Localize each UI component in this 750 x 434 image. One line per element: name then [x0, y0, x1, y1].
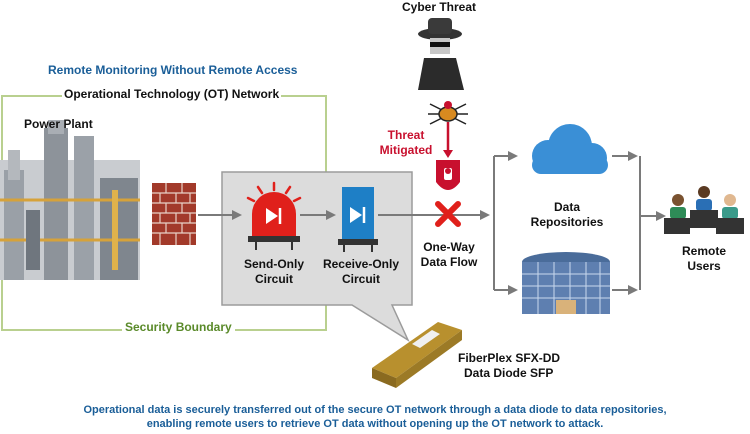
power-plant-label: Power Plant: [24, 117, 93, 131]
caption-line2: enabling remote users to retrieve OT dat…: [146, 418, 604, 430]
one-way-flow-label: One-Way Data Flow: [414, 240, 484, 270]
diode-panel: [221, 171, 413, 342]
data-repositories-label: Data Repositories: [522, 200, 612, 230]
data-repos-line1: Data: [553, 200, 580, 214]
receive-only-line2: Circuit: [341, 272, 380, 286]
diagram-heading: Remote Monitoring Without Remote Access: [48, 63, 298, 77]
power-plant-image: [0, 120, 140, 280]
data-center-building-icon: [522, 252, 610, 314]
remote-users-line2: Users: [687, 259, 721, 273]
one-way-line2: Data Flow: [420, 255, 478, 269]
flow-arrows: [198, 151, 666, 295]
caption-line1: Operational data is securely transferred…: [83, 404, 667, 416]
security-boundary-label: Security Boundary: [122, 320, 235, 334]
product-label: FiberPlex SFX-DD Data Diode SFP: [458, 351, 560, 381]
data-repos-line2: Repositories: [530, 215, 604, 229]
cyber-threat-label: Cyber Threat: [402, 0, 477, 14]
firewall-icon: [152, 183, 196, 245]
send-only-line1: Send-Only: [243, 257, 304, 271]
remote-users-icon: [664, 186, 744, 234]
cyber-threat-figure: [418, 18, 464, 90]
receive-only-circuit-icon: [338, 187, 378, 252]
sfp-module-image: [372, 322, 462, 388]
send-only-circuit-icon: [246, 181, 302, 250]
threat-mitigated-line1: Threat: [387, 128, 425, 142]
send-only-label: Send-Only Circuit: [234, 257, 314, 287]
threat-path: [435, 122, 461, 227]
one-way-line1: One-Way: [423, 240, 475, 254]
threat-mitigated-label: Threat Mitigated: [374, 128, 438, 158]
caption: Operational data is securely transferred…: [0, 403, 750, 431]
threat-mitigated-line2: Mitigated: [379, 143, 433, 157]
receive-only-label: Receive-Only Circuit: [316, 257, 406, 287]
remote-users-line1: Remote: [681, 244, 726, 258]
spider-bug-icon: [428, 101, 468, 125]
product-line2: Data Diode SFP: [464, 366, 554, 380]
cloud-icon: [532, 124, 608, 174]
ot-network-label: Operational Technology (OT) Network: [62, 87, 282, 101]
product-line1: FiberPlex SFX-DD: [458, 351, 561, 365]
receive-only-line1: Receive-Only: [322, 257, 400, 271]
send-only-line2: Circuit: [254, 272, 293, 286]
remote-users-label: Remote Users: [674, 244, 734, 274]
